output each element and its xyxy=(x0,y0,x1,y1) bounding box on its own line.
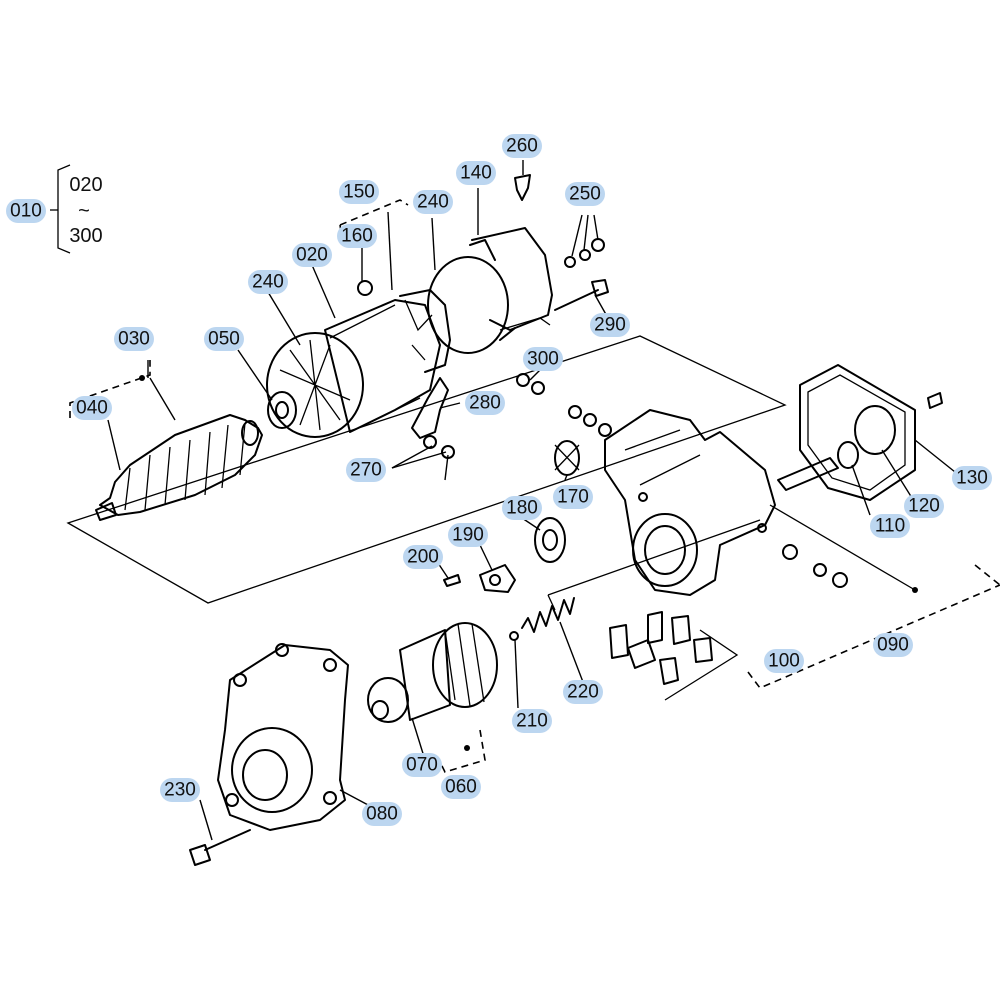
callout-200[interactable]: 200 xyxy=(403,545,443,569)
svg-text:280: 280 xyxy=(469,393,501,414)
svg-text:290: 290 xyxy=(594,315,626,336)
callout-130[interactable]: 130 xyxy=(952,466,992,490)
nuts-300 xyxy=(516,369,545,395)
callout-040[interactable]: 040 xyxy=(72,396,112,420)
svg-text:240: 240 xyxy=(252,272,284,293)
screws-top xyxy=(514,174,605,268)
leader-lines xyxy=(107,160,956,841)
callout-210[interactable]: 210 xyxy=(512,709,552,733)
rear-cover xyxy=(777,364,943,501)
drive-housing xyxy=(217,643,349,831)
svg-text:100: 100 xyxy=(768,651,800,672)
callout-220[interactable]: 220 xyxy=(563,680,603,704)
callout-090[interactable]: 090 xyxy=(873,633,913,657)
svg-text:140: 140 xyxy=(460,163,492,184)
svg-text:230: 230 xyxy=(164,780,196,801)
mounting-bolt xyxy=(189,829,251,866)
svg-text:160: 160 xyxy=(341,226,373,247)
callout-270[interactable]: 270 xyxy=(346,458,386,482)
callout-020[interactable]: 020 xyxy=(292,243,332,267)
callout-240-left[interactable]: 240 xyxy=(248,270,288,294)
callout-120[interactable]: 120 xyxy=(904,494,944,518)
callout-160[interactable]: 160 xyxy=(337,224,377,248)
callout-260[interactable]: 260 xyxy=(502,134,542,158)
callouts: 010 150 160 240 140 260 250 020 240 290 … xyxy=(6,134,992,826)
svg-text:210: 210 xyxy=(516,711,548,732)
svg-text:190: 190 xyxy=(452,525,484,546)
callout-170[interactable]: 170 xyxy=(553,485,593,509)
armature xyxy=(95,375,263,521)
svg-text:060: 060 xyxy=(445,777,477,798)
svg-text:020: 020 xyxy=(296,245,328,266)
svg-text:110: 110 xyxy=(875,516,905,537)
gears xyxy=(443,440,580,593)
callout-190[interactable]: 190 xyxy=(448,523,488,547)
svg-text:240: 240 xyxy=(417,192,449,213)
callout-230[interactable]: 230 xyxy=(160,778,200,802)
overrunning-clutch xyxy=(367,622,498,751)
svg-text:300: 300 xyxy=(527,349,559,370)
svg-text:150: 150 xyxy=(343,182,375,203)
callout-140[interactable]: 140 xyxy=(456,161,496,185)
armature-group-box xyxy=(66,335,787,604)
end-frame xyxy=(427,227,553,354)
callout-150[interactable]: 150 xyxy=(339,180,379,204)
brush-holder xyxy=(391,377,461,469)
svg-text:010: 010 xyxy=(10,201,42,222)
svg-text:200: 200 xyxy=(407,547,439,568)
svg-text:050: 050 xyxy=(208,329,240,350)
svg-text:180: 180 xyxy=(506,498,538,519)
svg-text:030: 030 xyxy=(118,329,150,350)
svg-text:250: 250 xyxy=(569,184,601,205)
svg-text:270: 270 xyxy=(350,460,382,481)
bearing xyxy=(267,391,297,429)
svg-text:220: 220 xyxy=(567,682,599,703)
callout-030[interactable]: 030 xyxy=(114,327,154,351)
group-outlines xyxy=(66,199,1000,773)
svg-text:070: 070 xyxy=(406,755,438,776)
callout-240-top[interactable]: 240 xyxy=(413,190,453,214)
range-bracket: 020 ~ 300 xyxy=(50,164,103,254)
through-bolt xyxy=(554,279,609,311)
callout-100[interactable]: 100 xyxy=(764,649,804,673)
range-start-label: 020 xyxy=(69,174,102,196)
range-tilde: ~ xyxy=(78,200,90,222)
callout-070[interactable]: 070 xyxy=(402,753,442,777)
callout-060[interactable]: 060 xyxy=(441,775,481,799)
range-end-label: 300 xyxy=(69,225,102,247)
callout-010[interactable]: 010 xyxy=(6,199,46,223)
svg-text:120: 120 xyxy=(908,496,940,517)
svg-text:090: 090 xyxy=(877,635,909,656)
callout-300[interactable]: 300 xyxy=(523,347,563,371)
callout-280[interactable]: 280 xyxy=(465,391,505,415)
svg-text:170: 170 xyxy=(557,487,589,508)
callout-290[interactable]: 290 xyxy=(590,313,630,337)
callout-080[interactable]: 080 xyxy=(362,802,402,826)
svg-text:040: 040 xyxy=(76,398,108,419)
callout-180[interactable]: 180 xyxy=(502,496,542,520)
callout-110[interactable]: 110 xyxy=(870,514,910,538)
callout-050[interactable]: 050 xyxy=(204,327,244,351)
svg-text:080: 080 xyxy=(366,804,398,825)
svg-text:260: 260 xyxy=(506,136,538,157)
gear-housing xyxy=(568,405,918,596)
callout-250[interactable]: 250 xyxy=(565,182,605,206)
svg-text:130: 130 xyxy=(956,468,988,489)
spring xyxy=(509,597,575,641)
contact-plates xyxy=(609,544,848,685)
yoke-assembly xyxy=(266,280,451,438)
